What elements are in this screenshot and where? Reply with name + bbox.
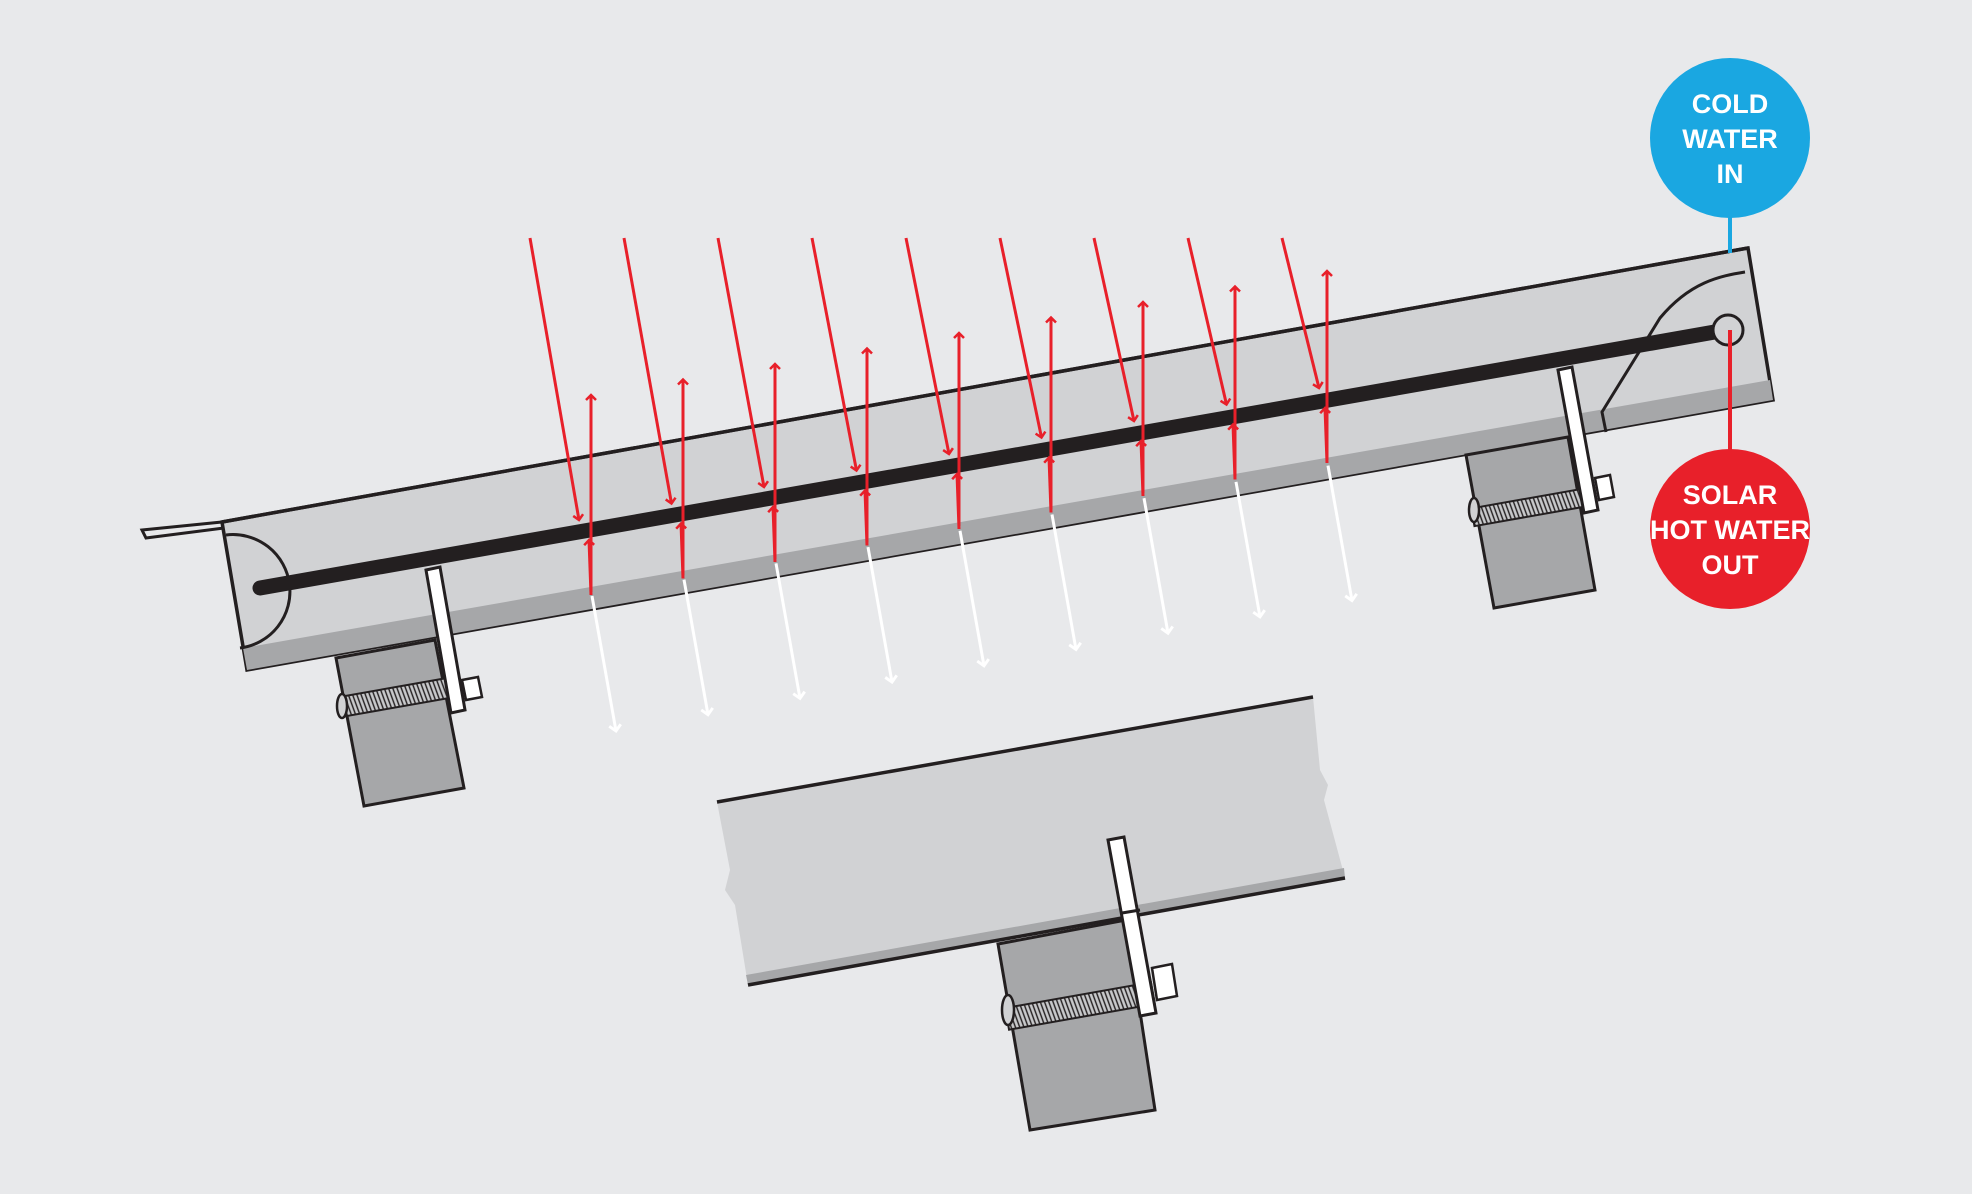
- internal-ray: [859, 488, 872, 546]
- clamp-block-lower: [996, 918, 1157, 1132]
- internal-ray: [951, 472, 964, 530]
- transmitted-ray: [1234, 481, 1266, 619]
- transmitted-ray: [958, 530, 990, 668]
- internal-ray: [675, 521, 688, 579]
- incoming-ray: [998, 237, 1047, 440]
- hot-water-badge: [1650, 449, 1810, 609]
- strap-right: [1556, 365, 1600, 515]
- incoming-ray: [810, 237, 862, 473]
- incoming-ray: [1280, 237, 1324, 390]
- incoming-ray: [716, 237, 770, 489]
- internal-ray: [1135, 439, 1148, 497]
- hot-label-line-1: SOLAR: [1683, 480, 1778, 510]
- transmitted-ray: [1326, 465, 1358, 603]
- hot-water-out-callout: SOLAR HOT WATER OUT: [1650, 330, 1810, 609]
- nut-left: [460, 675, 484, 702]
- cold-water-in-callout: COLD WATER IN: [1650, 58, 1810, 253]
- incoming-ray: [528, 237, 585, 522]
- roof-section-body: [717, 697, 1345, 985]
- internal-ray: [1227, 422, 1240, 480]
- internal-ray: [583, 538, 596, 596]
- strap-left: [424, 565, 467, 715]
- transmitted-ray: [1050, 514, 1082, 652]
- strap-lower: [1106, 835, 1158, 1018]
- nut-lower: [1150, 962, 1179, 1002]
- left-mount-bracket: [334, 565, 484, 808]
- light-rays: [528, 237, 1358, 734]
- clamp-block-right: [1464, 435, 1597, 610]
- incoming-ray: [622, 237, 677, 506]
- incoming-ray: [1092, 237, 1139, 423]
- transmitted-ray: [590, 595, 622, 734]
- internal-ray: [1319, 406, 1332, 464]
- internal-ray: [1043, 455, 1056, 513]
- transmitted-ray: [866, 546, 898, 685]
- transmitted-ray: [774, 563, 806, 701]
- roof-section-strip: [746, 868, 1345, 985]
- cold-water-badge: [1650, 58, 1810, 218]
- lower-mount-bracket: [996, 835, 1179, 1132]
- cold-label-line-1: COLD: [1692, 89, 1769, 119]
- incoming-ray: [1186, 237, 1232, 407]
- cold-label-line-3: IN: [1717, 159, 1744, 189]
- right-end-cap: [1600, 270, 1746, 433]
- hot-label-line-2: HOT WATER: [1650, 515, 1810, 545]
- hot-label-line-3: OUT: [1702, 550, 1760, 580]
- transmitted-ray: [1142, 497, 1174, 636]
- nut-right: [1593, 473, 1616, 502]
- incoming-ray: [904, 237, 954, 456]
- absorber-pipe: [252, 322, 1734, 596]
- right-mount-bracket: [1464, 365, 1616, 610]
- internal-ray: [767, 505, 780, 563]
- panel-bottom-strip: [243, 380, 1773, 670]
- roof-section: [716, 695, 1346, 987]
- transmitted-ray: [682, 579, 714, 717]
- panel-lip: [139, 520, 226, 540]
- cold-label-line-2: WATER: [1682, 124, 1778, 154]
